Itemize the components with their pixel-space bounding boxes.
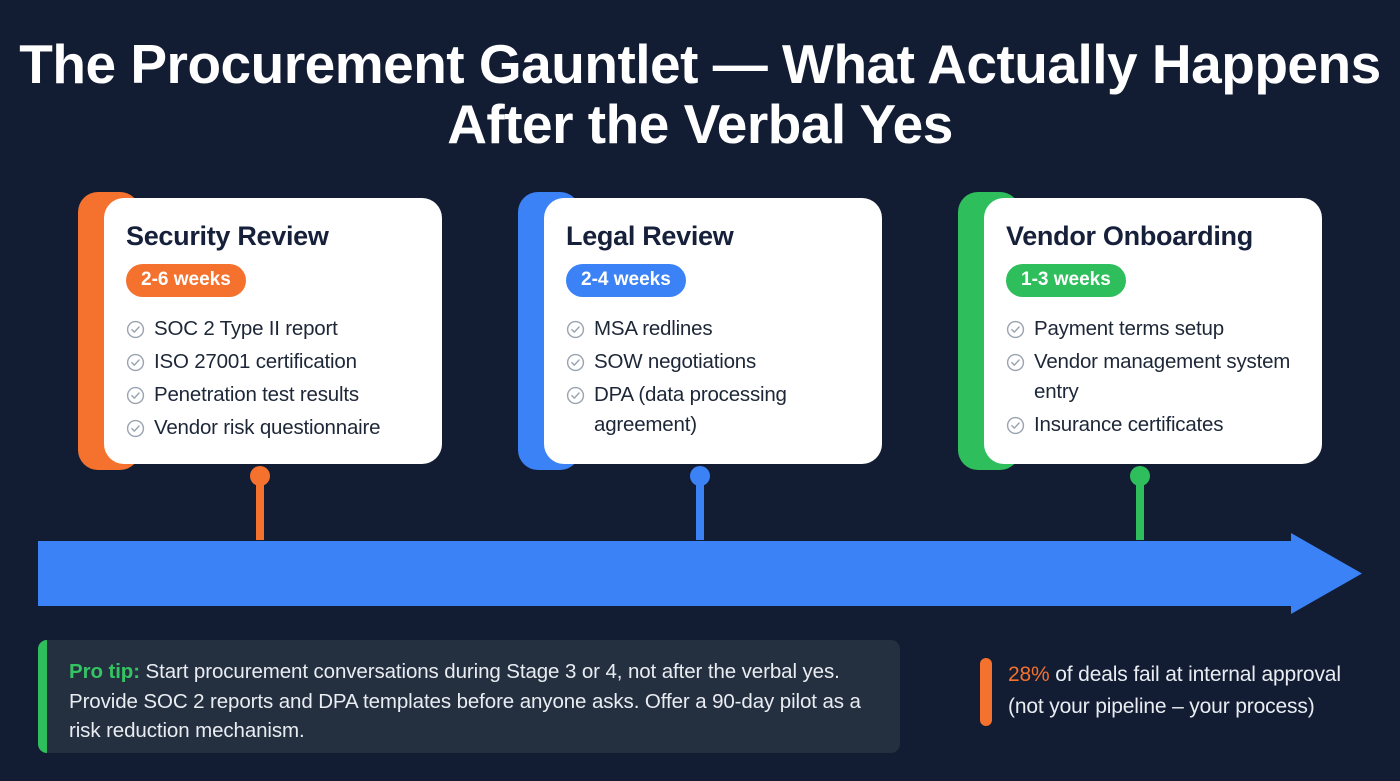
pro-tip-label: Pro tip: — [69, 660, 140, 683]
list-item-label: Penetration test results — [154, 383, 359, 406]
list-item: Insurance certificates — [1006, 410, 1302, 440]
list-item: Payment terms setup — [1006, 314, 1302, 344]
check-circle-icon — [1006, 353, 1025, 372]
list-item-label: ISO 27001 certification — [154, 350, 357, 373]
pro-tip-callout: Pro tip: Start procurement conversations… — [38, 640, 900, 753]
stage-title: Legal Review — [566, 221, 734, 251]
connector-stem-vendor — [1130, 466, 1150, 540]
list-item-label: Vendor management system entry — [1034, 350, 1291, 403]
stage-duration-badge: 1-3 weeks — [1006, 264, 1126, 297]
total-timeline-arrow: Total: 5-13 weeks added to your sales cy… — [38, 533, 1362, 614]
list-item: Vendor management system entry — [1006, 347, 1302, 407]
pro-tip-accent-bar — [38, 640, 47, 753]
stage-card-body: Vendor Onboarding 1-3 weeks Payment term… — [984, 198, 1322, 464]
check-circle-icon — [1006, 416, 1025, 435]
list-item-label: Payment terms setup — [1034, 317, 1224, 340]
stage-item-list: Payment terms setup Vendor management sy… — [1006, 314, 1302, 440]
stage-title: Security Review — [126, 221, 329, 251]
list-item: ISO 27001 certification — [126, 347, 422, 377]
list-item-label: DPA (data processing agreement) — [594, 383, 787, 436]
list-item: SOW negotiations — [566, 347, 862, 377]
list-item-label: Insurance certificates — [1034, 413, 1224, 436]
stat-text: 28% of deals fail at internal approval (n… — [1008, 659, 1341, 723]
failure-stat-callout: 28% of deals fail at internal approval (n… — [980, 658, 1380, 728]
check-circle-icon — [126, 353, 145, 372]
check-circle-icon — [566, 353, 585, 372]
stage-card-security-review: Security Review 2-6 weeks SOC 2 Type II … — [78, 192, 442, 470]
pro-tip-text: Pro tip: Start procurement conversations… — [69, 657, 882, 746]
connector-stem-security — [250, 466, 270, 540]
connector-stem-legal — [690, 466, 710, 540]
stat-accent-bar — [980, 658, 992, 726]
stage-card-legal-review: Legal Review 2-4 weeks MSA redlines SOW … — [518, 192, 882, 470]
check-circle-icon — [1006, 320, 1025, 339]
page-title: The Procurement Gauntlet — What Actually… — [19, 33, 1381, 155]
stage-card-vendor-onboarding: Vendor Onboarding 1-3 weeks Payment term… — [958, 192, 1322, 470]
list-item-label: SOW negotiations — [594, 350, 757, 373]
stat-percentage: 28% — [1008, 663, 1050, 686]
stage-duration-badge: 2-6 weeks — [126, 264, 246, 297]
stage-item-list: SOC 2 Type II report ISO 27001 certifica… — [126, 314, 422, 443]
check-circle-icon — [566, 320, 585, 339]
stat-line-one: of deals fail at internal approval — [1049, 663, 1341, 686]
pro-tip-body: Start procurement conversations during S… — [69, 660, 861, 742]
list-item: Penetration test results — [126, 380, 422, 410]
stat-line-two: (not your pipeline – your process) — [1008, 695, 1315, 718]
list-item-label: SOC 2 Type II report — [154, 317, 338, 340]
check-circle-icon — [126, 320, 145, 339]
stage-card-body: Security Review 2-6 weeks SOC 2 Type II … — [104, 198, 442, 464]
stage-card-body: Legal Review 2-4 weeks MSA redlines SOW … — [544, 198, 882, 464]
list-item: MSA redlines — [566, 314, 862, 344]
check-circle-icon — [566, 386, 585, 405]
check-circle-icon — [126, 386, 145, 405]
list-item: SOC 2 Type II report — [126, 314, 422, 344]
stage-duration-badge: 2-4 weeks — [566, 264, 686, 297]
list-item: Vendor risk questionnaire — [126, 413, 422, 443]
stage-title: Vendor Onboarding — [1006, 221, 1253, 251]
list-item: DPA (data processing agreement) — [566, 380, 862, 440]
check-circle-icon — [126, 419, 145, 438]
list-item-label: MSA redlines — [594, 317, 713, 340]
stage-item-list: MSA redlines SOW negotiations DPA (data … — [566, 314, 862, 440]
list-item-label: Vendor risk questionnaire — [154, 416, 381, 439]
